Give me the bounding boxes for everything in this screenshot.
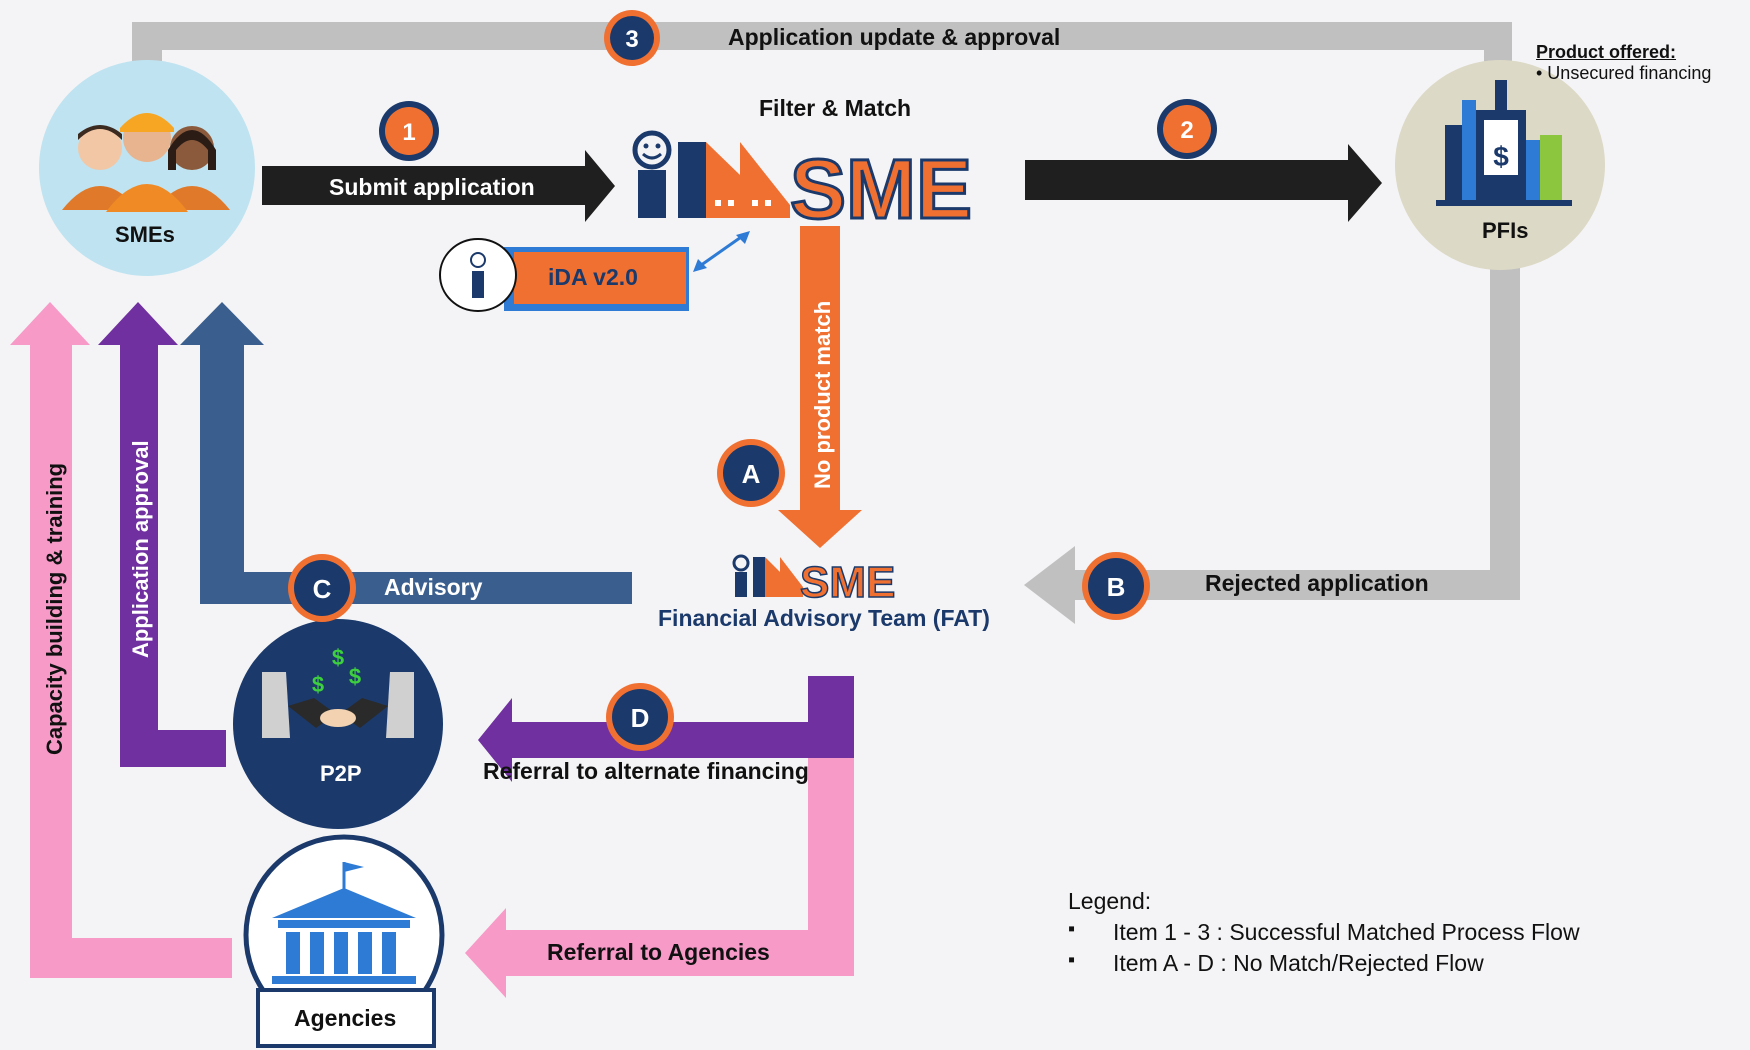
government-building-icon bbox=[272, 862, 416, 984]
step-badge-d bbox=[606, 683, 674, 751]
step-badge-c bbox=[288, 554, 356, 622]
imsme-logo-fat bbox=[732, 554, 803, 597]
arrow-submit-application bbox=[262, 150, 615, 222]
arrow-application-approval bbox=[98, 302, 226, 767]
arrow-capacity-building bbox=[10, 302, 232, 978]
ida-node bbox=[439, 238, 689, 312]
label-smes: SMEs bbox=[115, 222, 175, 247]
label-referral-agencies: Referral to Agencies bbox=[547, 939, 770, 965]
agencies-node bbox=[243, 834, 445, 1048]
label-advisory: Advisory bbox=[384, 574, 483, 600]
arrow-application-update bbox=[110, 22, 1512, 100]
svg-text:$: $ bbox=[1493, 141, 1509, 172]
arrow-advisory bbox=[180, 302, 632, 604]
fat-logo-text: SME bbox=[800, 558, 895, 607]
ida-connector-arrow bbox=[693, 231, 750, 272]
step-badge-3 bbox=[604, 10, 660, 66]
product-offered-heading: Product offered: bbox=[1536, 42, 1677, 62]
legend: Legend: Item 1 - 3 : Successful Matched … bbox=[1068, 888, 1580, 977]
step-badge-a bbox=[717, 439, 785, 507]
step-badge-b bbox=[1082, 552, 1150, 620]
smes-node bbox=[39, 60, 255, 276]
p2p-node: $ $ $ bbox=[233, 619, 443, 829]
label-fat: Financial Advisory Team (FAT) bbox=[658, 605, 990, 631]
arrow-to-pfis bbox=[1025, 144, 1382, 222]
step-badge-2 bbox=[1157, 99, 1217, 159]
step-label-c: C bbox=[313, 574, 332, 604]
handshake-icon: $ $ $ bbox=[262, 645, 414, 738]
legend-title: Legend: bbox=[1068, 888, 1152, 914]
label-referral-alternate: Referral to alternate financing bbox=[483, 758, 809, 784]
label-application-update: Application update & approval bbox=[728, 24, 1061, 50]
step-badge-1 bbox=[379, 101, 439, 161]
legend-item: Item A - D : No Match/Rejected Flow bbox=[1068, 949, 1580, 977]
arrow-referral-agencies bbox=[465, 758, 854, 998]
label-pfis: PFIs bbox=[1482, 218, 1529, 243]
product-offered-item: • Unsecured financing bbox=[1536, 63, 1712, 83]
people-icon bbox=[62, 113, 230, 212]
arrow-no-product-match bbox=[778, 226, 862, 548]
step-label-d: D bbox=[631, 703, 650, 733]
label-p2p: P2P bbox=[320, 761, 362, 786]
bank-building-icon: $ bbox=[1436, 80, 1572, 206]
product-offered: Product offered: • Unsecured financing bbox=[1536, 42, 1711, 84]
step-label-2: 2 bbox=[1180, 117, 1193, 144]
step-label-a: A bbox=[742, 459, 761, 489]
step-label-3: 3 bbox=[625, 26, 638, 53]
pfis-node: $ bbox=[1395, 60, 1605, 270]
imsme-logo-main bbox=[632, 130, 790, 218]
label-rejected-application: Rejected application bbox=[1205, 570, 1429, 596]
label-application-approval: Application approval bbox=[128, 440, 153, 658]
svg-text:$: $ bbox=[349, 664, 361, 689]
label-agencies: Agencies bbox=[294, 1005, 397, 1031]
step-label-1: 1 bbox=[402, 119, 415, 146]
imsme-logo-text: SME bbox=[790, 142, 972, 236]
label-no-product-match: No product match bbox=[810, 301, 835, 489]
legend-item: Item 1 - 3 : Successful Matched Process … bbox=[1068, 918, 1580, 946]
arrow-rejected-application bbox=[1024, 255, 1520, 624]
label-submit-application: Submit application bbox=[329, 174, 535, 200]
label-ida: iDA v2.0 bbox=[548, 264, 638, 290]
label-filter-match: Filter & Match bbox=[759, 95, 912, 121]
step-label-b: B bbox=[1107, 572, 1126, 602]
svg-text:$: $ bbox=[332, 645, 344, 670]
svg-text:$: $ bbox=[312, 672, 324, 697]
label-capacity-building: Capacity building & training bbox=[42, 463, 67, 755]
